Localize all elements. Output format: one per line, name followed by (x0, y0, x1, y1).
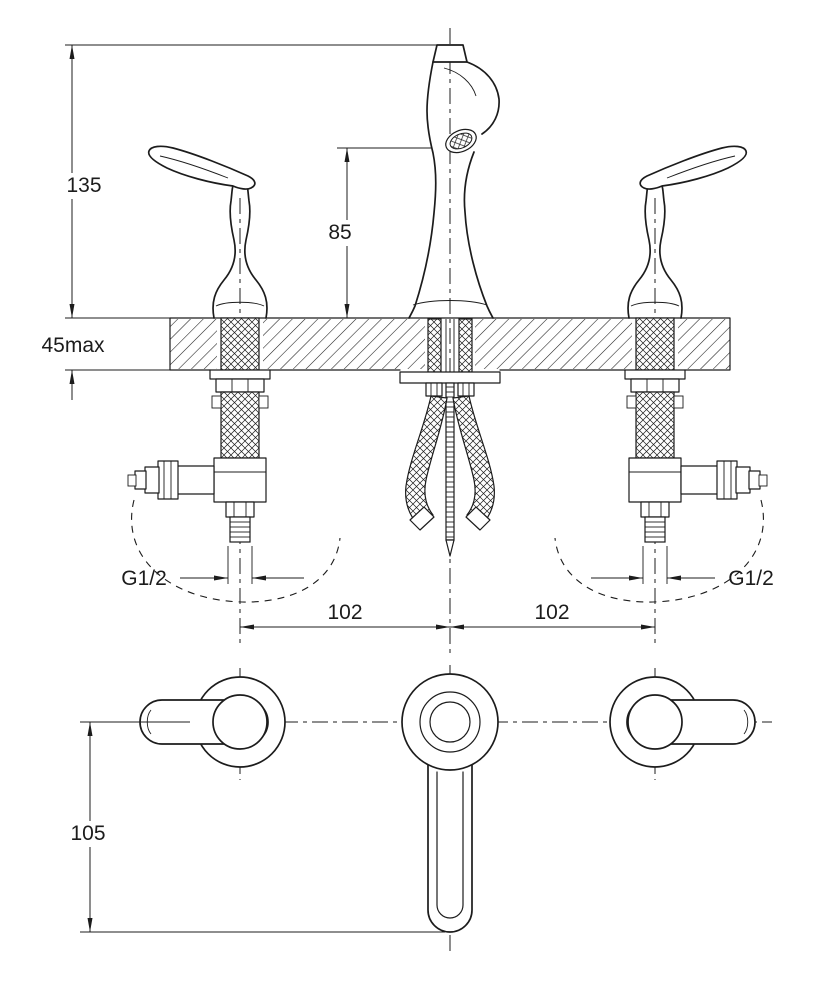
countertop-section (169, 317, 731, 371)
threaded-stud (445, 382, 455, 541)
dim-spout-height-label: 85 (328, 221, 351, 244)
left-handle-plan-view (139, 676, 286, 768)
right-handle-front-view (627, 145, 748, 319)
left-valve-assembly (127, 317, 341, 603)
flexible-hose (405, 395, 448, 531)
aerator (449, 132, 473, 150)
center-mounting-assembly (399, 318, 501, 557)
dim-right-spacing-label: 102 (534, 601, 569, 624)
dim-total-height-label: 135 (66, 174, 101, 197)
dim-deck-thickness-label: 45max (41, 334, 105, 357)
spout-front-view (408, 44, 500, 319)
left-handle-front-view (147, 145, 268, 319)
thread-size-right-label: G1/2 (728, 567, 774, 590)
thread-size-left-label: G1/2 (121, 567, 167, 590)
dimension-annotations: 135 45max 85 G1/2 G1/2 102 102 105 (38, 44, 774, 933)
flexible-hose (452, 395, 495, 531)
right-handle-plan-view (609, 676, 756, 768)
dim-spout-projection-label: 105 (70, 822, 105, 845)
dim-left-spacing-label: 102 (327, 601, 362, 624)
spout-plan-view (401, 673, 499, 933)
